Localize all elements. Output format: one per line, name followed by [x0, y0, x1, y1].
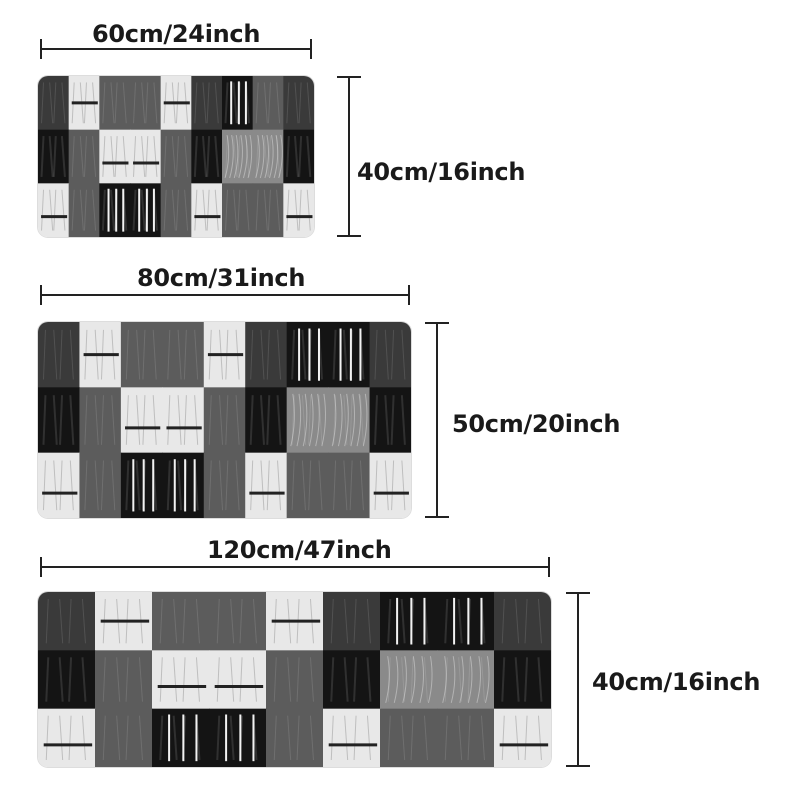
height-label-3: 40cm/16inch	[592, 668, 761, 696]
mat-pattern	[38, 592, 551, 767]
mat-tile	[38, 322, 81, 388]
mat-tile	[203, 322, 246, 388]
mat-tile	[283, 76, 314, 131]
mat-tile	[203, 452, 246, 518]
width-label-3: 120cm/47inch	[207, 536, 392, 564]
mat-tile	[252, 76, 284, 131]
mat-tile	[266, 650, 324, 710]
mat-small	[38, 76, 314, 237]
mat-tile	[328, 322, 371, 388]
mat-tile	[494, 592, 551, 651]
mat-tile	[38, 76, 70, 131]
mat-tile	[68, 76, 100, 131]
mat-tile	[120, 387, 163, 454]
mat-tile	[95, 650, 153, 710]
mat-pattern	[38, 322, 411, 518]
mat-tile	[152, 650, 210, 710]
mat-tile	[245, 387, 288, 454]
mat-tile	[245, 322, 288, 388]
mat-tile	[323, 592, 381, 651]
mat-tile	[209, 592, 267, 651]
width-label-2: 80cm/31inch	[137, 264, 306, 292]
mat-tile	[38, 452, 81, 518]
mat-tile	[130, 183, 162, 237]
mat-tile	[79, 322, 122, 388]
mat-pattern	[38, 76, 314, 237]
mat-tile	[266, 708, 324, 767]
mat-tile	[95, 708, 153, 767]
mat-tile	[266, 592, 324, 651]
mat-tile	[79, 452, 122, 518]
mat-medium	[38, 322, 411, 518]
mat-tile	[38, 129, 70, 184]
mat-tile	[130, 129, 162, 184]
height-dimension-line-3	[566, 592, 590, 767]
mat-tile	[68, 183, 100, 237]
width-label-1: 60cm/24inch	[92, 20, 261, 48]
mat-tile	[99, 183, 131, 237]
mat-tile	[252, 183, 284, 237]
mat-tile	[252, 129, 284, 184]
mat-tile	[68, 129, 100, 184]
mat-tile	[152, 592, 210, 651]
width-dimension-line-1	[40, 39, 312, 59]
mat-tile	[222, 76, 254, 131]
mat-tile	[286, 387, 329, 454]
mat-tile	[209, 708, 267, 767]
mat-tile	[209, 650, 267, 710]
mat-tile	[283, 183, 314, 237]
mat-tile	[120, 452, 163, 518]
mat-tile	[152, 708, 210, 767]
mat-tile	[369, 322, 411, 388]
mat-tile	[38, 708, 96, 767]
mat-tile	[191, 129, 223, 184]
mat-tile	[191, 76, 223, 131]
mat-tile	[437, 650, 495, 710]
mat-tile	[162, 387, 205, 454]
mat-tile	[283, 129, 314, 184]
mat-tile	[160, 76, 192, 131]
mat-tile	[95, 592, 153, 651]
mat-tile	[286, 322, 329, 388]
mat-tile	[222, 183, 254, 237]
mat-large	[38, 592, 551, 767]
mat-tile	[130, 76, 162, 131]
height-dimension-line-2	[425, 322, 449, 518]
mat-tile	[160, 129, 192, 184]
mat-tile	[494, 708, 551, 767]
mat-tile	[323, 650, 381, 710]
height-label-1: 40cm/16inch	[357, 158, 526, 186]
mat-tile	[437, 708, 495, 767]
mat-tile	[38, 183, 70, 237]
mat-tile	[38, 592, 96, 651]
mat-tile	[437, 592, 495, 651]
mat-tile	[380, 592, 438, 651]
mat-tile	[328, 387, 371, 454]
mat-tile	[380, 708, 438, 767]
width-dimension-line-2	[40, 285, 410, 305]
mat-tile	[99, 129, 131, 184]
mat-tile	[38, 650, 96, 710]
mat-tile	[328, 452, 371, 518]
height-label-2: 50cm/20inch	[452, 410, 621, 438]
mat-tile	[380, 650, 438, 710]
mat-tile	[245, 452, 288, 518]
mat-tile	[191, 183, 223, 237]
mat-tile	[494, 650, 551, 710]
mat-tile	[323, 708, 381, 767]
mat-tile	[286, 452, 329, 518]
mat-tile	[99, 76, 131, 131]
height-dimension-line-1	[337, 76, 361, 237]
mat-tile	[38, 387, 81, 454]
mat-tile	[120, 322, 163, 388]
mat-tile	[162, 322, 205, 388]
mat-tile	[79, 387, 122, 454]
mat-tile	[162, 452, 205, 518]
mat-tile	[222, 129, 254, 184]
mat-tile	[160, 183, 192, 237]
width-dimension-line-3	[40, 557, 550, 577]
mat-tile	[203, 387, 246, 454]
mat-tile	[369, 387, 411, 454]
mat-tile	[369, 452, 411, 518]
